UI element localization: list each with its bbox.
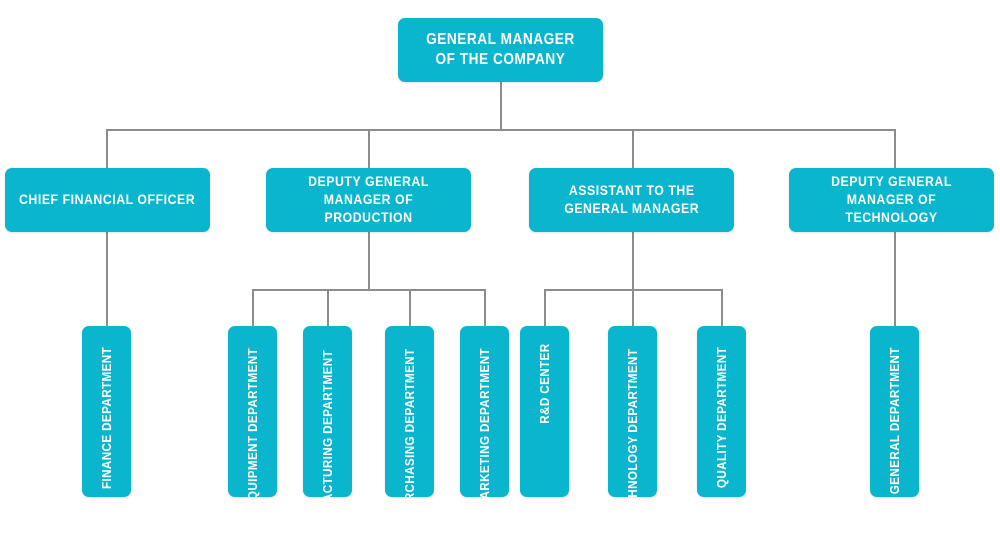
- node-label: FINANCE DEPARTMENT: [99, 346, 114, 490]
- node-purchasing-department[interactable]: PURCHASING DEPARTMENT: [385, 326, 434, 518]
- node-technology-department[interactable]: TECHNOLOGY DEPARTMENT: [608, 326, 657, 522]
- node-label: CHIEF FINANCIAL OFFICER: [19, 191, 196, 208]
- node-label: MANUFACTURING DEPARTMENT: [320, 349, 335, 546]
- connector-drop-marketing: [484, 289, 486, 326]
- connector-drop-manufacturing: [327, 289, 329, 326]
- node-rnd-center[interactable]: R&D CENTER: [520, 326, 569, 497]
- connector-production-bus: [252, 289, 485, 291]
- node-finance-department[interactable]: FINANCE DEPARTMENT: [82, 326, 131, 497]
- node-assistant-to-the-general-manager[interactable]: ASSISTANT TO THE GENERAL MANAGER: [529, 168, 734, 232]
- connector-drop-equipment: [252, 289, 254, 326]
- node-label: GENERAL MANAGER OF THE COMPANY: [426, 31, 575, 68]
- connector-cfo-to-finance: [106, 232, 108, 326]
- connector-drop-technology: [894, 129, 896, 169]
- node-label: DEPUTY GENERAL MANAGER OF PRODUCTION: [308, 173, 429, 225]
- connector-assistant-stem: [632, 232, 634, 290]
- connector-drop-cfo: [106, 129, 108, 169]
- node-chief-financial-officer[interactable]: CHIEF FINANCIAL OFFICER: [5, 168, 210, 232]
- connector-main-bus: [106, 129, 895, 131]
- node-label: ASSISTANT TO THE GENERAL MANAGER: [563, 182, 699, 216]
- node-label: QUALITY DEPARTMENT: [714, 346, 729, 489]
- node-label: EQUIPMENT DEPARTMENT: [245, 347, 260, 509]
- connector-production-stem: [368, 232, 370, 290]
- node-quality-department[interactable]: QUALITY DEPARTMENT: [697, 326, 746, 497]
- node-general-department[interactable]: GENERAL DEPARTMENT: [870, 326, 919, 497]
- node-marketing-department[interactable]: MARKETING DEPARTMENT: [460, 326, 509, 510]
- connector-root-stem: [500, 82, 502, 130]
- connector-drop-quality: [721, 289, 723, 326]
- node-label: DEPUTY GENERAL MANAGER OF TECHNOLOGY: [831, 173, 952, 225]
- connector-technology-to-general: [894, 232, 896, 326]
- node-manufacturing-department[interactable]: MANUFACTURING DEPARTMENT: [303, 326, 352, 545]
- node-label: R&D CENTER: [537, 343, 552, 424]
- node-general-manager-of-the-company[interactable]: GENERAL MANAGER OF THE COMPANY: [398, 18, 603, 82]
- connector-drop-assistant: [632, 129, 634, 169]
- connector-drop-rnd: [544, 289, 546, 326]
- connector-drop-production: [368, 129, 370, 169]
- org-chart: GENERAL MANAGER OF THE COMPANY CHIEF FIN…: [5, 18, 994, 545]
- connector-drop-purchasing: [409, 289, 411, 326]
- node-equipment-department[interactable]: EQUIPMENT DEPARTMENT: [228, 326, 277, 508]
- node-label: MARKETING DEPARTMENT: [477, 347, 492, 510]
- connector-drop-technology-dept: [632, 289, 634, 326]
- node-label: PURCHASING DEPARTMENT: [402, 348, 417, 519]
- node-label: GENERAL DEPARTMENT: [887, 347, 902, 495]
- node-deputy-general-manager-of-technology[interactable]: DEPUTY GENERAL MANAGER OF TECHNOLOGY: [789, 168, 994, 232]
- node-deputy-general-manager-of-production[interactable]: DEPUTY GENERAL MANAGER OF PRODUCTION: [266, 168, 471, 232]
- node-label: TECHNOLOGY DEPARTMENT: [625, 348, 640, 523]
